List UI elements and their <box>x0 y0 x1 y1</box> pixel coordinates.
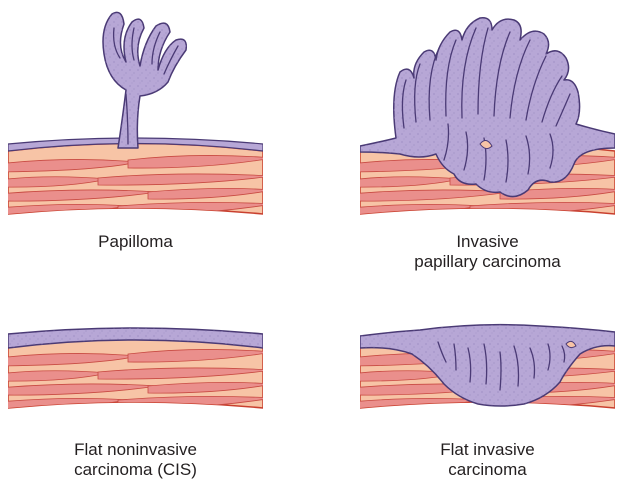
caption-line: Flat noninvasive <box>8 440 263 460</box>
papilloma-panel <box>8 8 263 218</box>
flat-noninvasive-illustration <box>8 318 263 418</box>
caption-line: papillary carcinoma <box>360 252 615 272</box>
caption-line: carcinoma <box>360 460 615 480</box>
tissue-layer <box>8 338 263 410</box>
invasive-papillary-panel <box>360 8 615 218</box>
invasive-papillary-illustration <box>360 8 615 218</box>
papilloma-illustration <box>8 8 263 218</box>
caption-line: carcinoma (CIS) <box>8 460 263 480</box>
flat-invasive-caption: Flat invasive carcinoma <box>360 440 615 480</box>
flat-noninvasive-caption: Flat noninvasive carcinoma (CIS) <box>8 440 263 480</box>
tissue-layer <box>8 144 263 216</box>
caption-line: Papilloma <box>8 232 263 252</box>
flat-invasive-panel <box>360 318 615 418</box>
caption-line: Invasive <box>360 232 615 252</box>
flat-noninvasive-panel <box>8 318 263 418</box>
invasive-papillary-caption: Invasive papillary carcinoma <box>360 232 615 272</box>
papilloma-caption: Papilloma <box>8 232 263 252</box>
flat-invasive-illustration <box>360 318 615 418</box>
caption-line: Flat invasive <box>360 440 615 460</box>
